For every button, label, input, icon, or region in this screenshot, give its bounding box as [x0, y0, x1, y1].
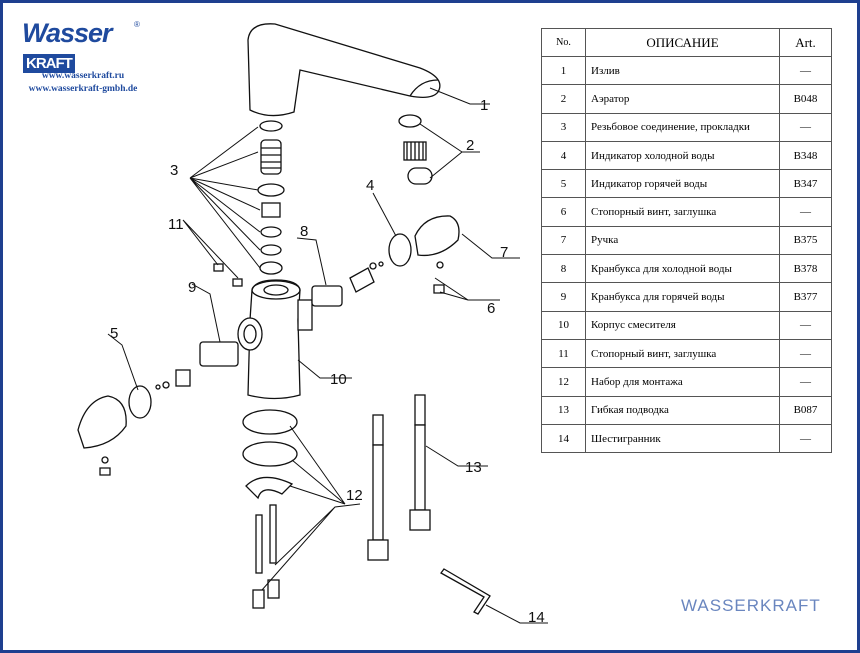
callout-2: 2: [466, 137, 474, 154]
callout-7: 7: [500, 244, 508, 261]
row-no: 10: [541, 310, 586, 340]
row-art: —: [779, 338, 832, 369]
row-no: 1: [541, 55, 586, 86]
url-de[interactable]: www.wasserkraft-gmbh.de: [28, 84, 138, 94]
row-description: Аэратор: [585, 84, 780, 114]
row-description: Набор для монтажа: [585, 367, 780, 397]
row-no: 11: [541, 338, 586, 369]
callout-14: 14: [528, 609, 545, 626]
row-art: —: [779, 367, 832, 397]
row-no: 4: [541, 140, 586, 171]
table-header-row: No. ОПИСАНИЕ Art.: [541, 28, 832, 57]
row-no: 3: [541, 112, 586, 142]
callout-6: 6: [487, 300, 495, 317]
row-no: 14: [541, 423, 586, 454]
row-no: 12: [541, 367, 586, 397]
callout-4: 4: [366, 177, 374, 194]
row-description: Шестигранник: [585, 423, 780, 454]
callout-3: 3: [170, 162, 178, 179]
row-art: —: [779, 310, 832, 340]
spout-part: [247, 23, 441, 117]
row-art: B347: [779, 169, 832, 199]
row-art: B378: [779, 254, 832, 284]
row-art: B377: [779, 282, 832, 312]
row-art: B048: [779, 84, 832, 114]
callout-8: 8: [300, 223, 308, 240]
row-art: B348: [779, 140, 832, 171]
aerator-part: [398, 114, 433, 185]
screw-cap: [436, 261, 444, 269]
row-description: Гибкая подводка: [585, 395, 780, 425]
row-description: Излив: [585, 55, 780, 86]
row-no: 8: [541, 254, 586, 284]
row-no: 2: [541, 84, 586, 114]
row-description: Ручка: [585, 225, 780, 256]
website-urls: www.wasserkraft.ru www.wasserkraft-gmbh.…: [18, 70, 148, 96]
row-art: —: [779, 197, 832, 227]
hot-handle: [77, 395, 127, 449]
callout-13: 13: [465, 459, 482, 476]
row-description: Индикатор холодной воды: [585, 140, 780, 171]
fittings-stack: [257, 120, 285, 275]
row-art: —: [779, 423, 832, 454]
hot-cartridge: [155, 341, 239, 390]
header-art: Art.: [779, 28, 832, 57]
cold-indicator-ring: [388, 233, 412, 267]
callout-5: 5: [110, 325, 118, 342]
row-no: 9: [541, 282, 586, 312]
exploded-diagram: 1 2 3 4 5 6 7 8 9 10 11 12 13 14: [77, 23, 548, 626]
callout-11: 11: [168, 216, 184, 233]
callout-1: 1: [480, 97, 488, 114]
flexible-hoses: [367, 394, 431, 561]
hot-indicator-ring: [128, 385, 152, 419]
mixer-body: [237, 279, 313, 400]
header-no: No.: [541, 28, 586, 57]
row-art: —: [779, 112, 832, 142]
wasserkraft-logo: WasserKRAFT ®: [22, 18, 140, 73]
header-description: ОПИСАНИЕ: [585, 28, 780, 57]
row-description: Кранбукса для холодной воды: [585, 254, 780, 284]
hex-key: [440, 568, 491, 615]
row-art: B087: [779, 395, 832, 425]
cold-cartridge: [311, 261, 384, 307]
plug-cap: [433, 284, 445, 294]
row-art: —: [779, 55, 832, 86]
row-description: Стопорный винт, заглушка: [585, 197, 780, 227]
row-no: 5: [541, 169, 586, 199]
row-description: Стопорный винт, заглушка: [585, 338, 780, 369]
row-description: Резьбовое соединение, прокладки: [585, 112, 780, 142]
callout-10: 10: [330, 371, 347, 388]
row-description: Индикатор горячей воды: [585, 169, 780, 199]
row-no: 13: [541, 395, 586, 425]
brand-footer: WASSERKRAFT: [681, 596, 821, 615]
row-description: Корпус смесителя: [585, 310, 780, 340]
url-ru[interactable]: www.wasserkraft.ru: [41, 71, 125, 81]
handle-part: [414, 215, 460, 257]
row-art: B375: [779, 225, 832, 256]
row-no: 6: [541, 197, 586, 227]
callout-12: 12: [346, 487, 363, 504]
mounting-kit: [242, 409, 298, 609]
callout-9: 9: [188, 279, 196, 296]
row-description: Кранбукса для горячей воды: [585, 282, 780, 312]
row-no: 7: [541, 225, 586, 256]
